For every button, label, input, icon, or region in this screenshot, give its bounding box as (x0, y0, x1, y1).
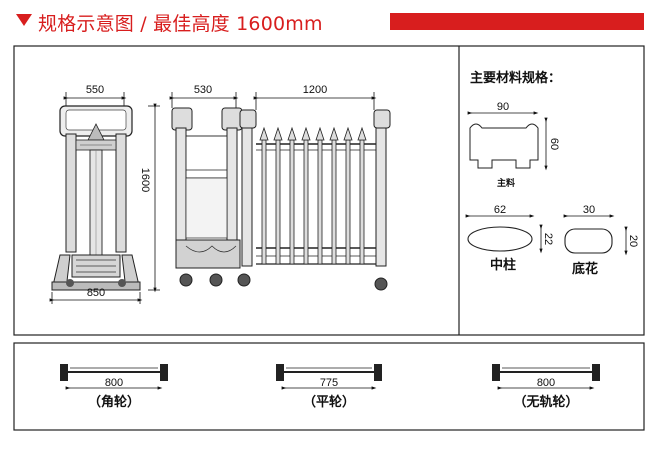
main-material-height: 60 (548, 138, 560, 150)
main-frame (13, 45, 645, 336)
front-height: 1600 (139, 168, 151, 192)
wheel-2-name: （平轮） (303, 394, 355, 410)
bottom-material-width: 30 (583, 204, 595, 216)
center-material-height: 22 (542, 233, 554, 245)
main-material-name: 主料 (497, 177, 515, 189)
wheel-3-width: 800 (537, 377, 555, 389)
wheel-frame (13, 342, 645, 431)
wheel-1-name: （角轮） (88, 394, 140, 410)
center-material-width: 62 (494, 204, 506, 216)
side-width: 530 (194, 84, 212, 96)
triangle-down-icon (16, 14, 32, 26)
wheel-1-width: 800 (105, 377, 123, 389)
main-material-width: 90 (497, 101, 509, 113)
wheel-1: 800 （角轮） (60, 364, 168, 410)
wheel-3-name: （无轨轮） (513, 394, 578, 410)
page-header: 规格示意图 / 最佳高度 1600mm (0, 0, 656, 38)
bottom-material-height: 20 (627, 235, 639, 247)
header-accent-bar (390, 13, 644, 30)
wheel-3: 800 （无轨轮） (492, 364, 600, 410)
center-material-name: 中柱 (490, 257, 516, 273)
side-view: 530 (169, 84, 251, 287)
front-view: 550 1600 850 (49, 84, 160, 304)
page-title: 规格示意图 / 最佳高度 1600mm (38, 13, 323, 35)
front-top-width: 550 (86, 84, 104, 96)
gate-panels: 1200 (239, 84, 391, 291)
panel-width: 1200 (303, 84, 327, 96)
materials-title: 主要材料规格： (470, 70, 561, 86)
wheel-2-width: 775 (320, 377, 338, 389)
front-base-width: 850 (87, 287, 105, 299)
wheel-2: 775 （平轮） (276, 364, 382, 410)
bottom-material-name: 底花 (572, 261, 598, 277)
materials-panel: 主要材料规格： 90 60 主料 62 22 中柱 30 20 底花 (465, 70, 639, 277)
